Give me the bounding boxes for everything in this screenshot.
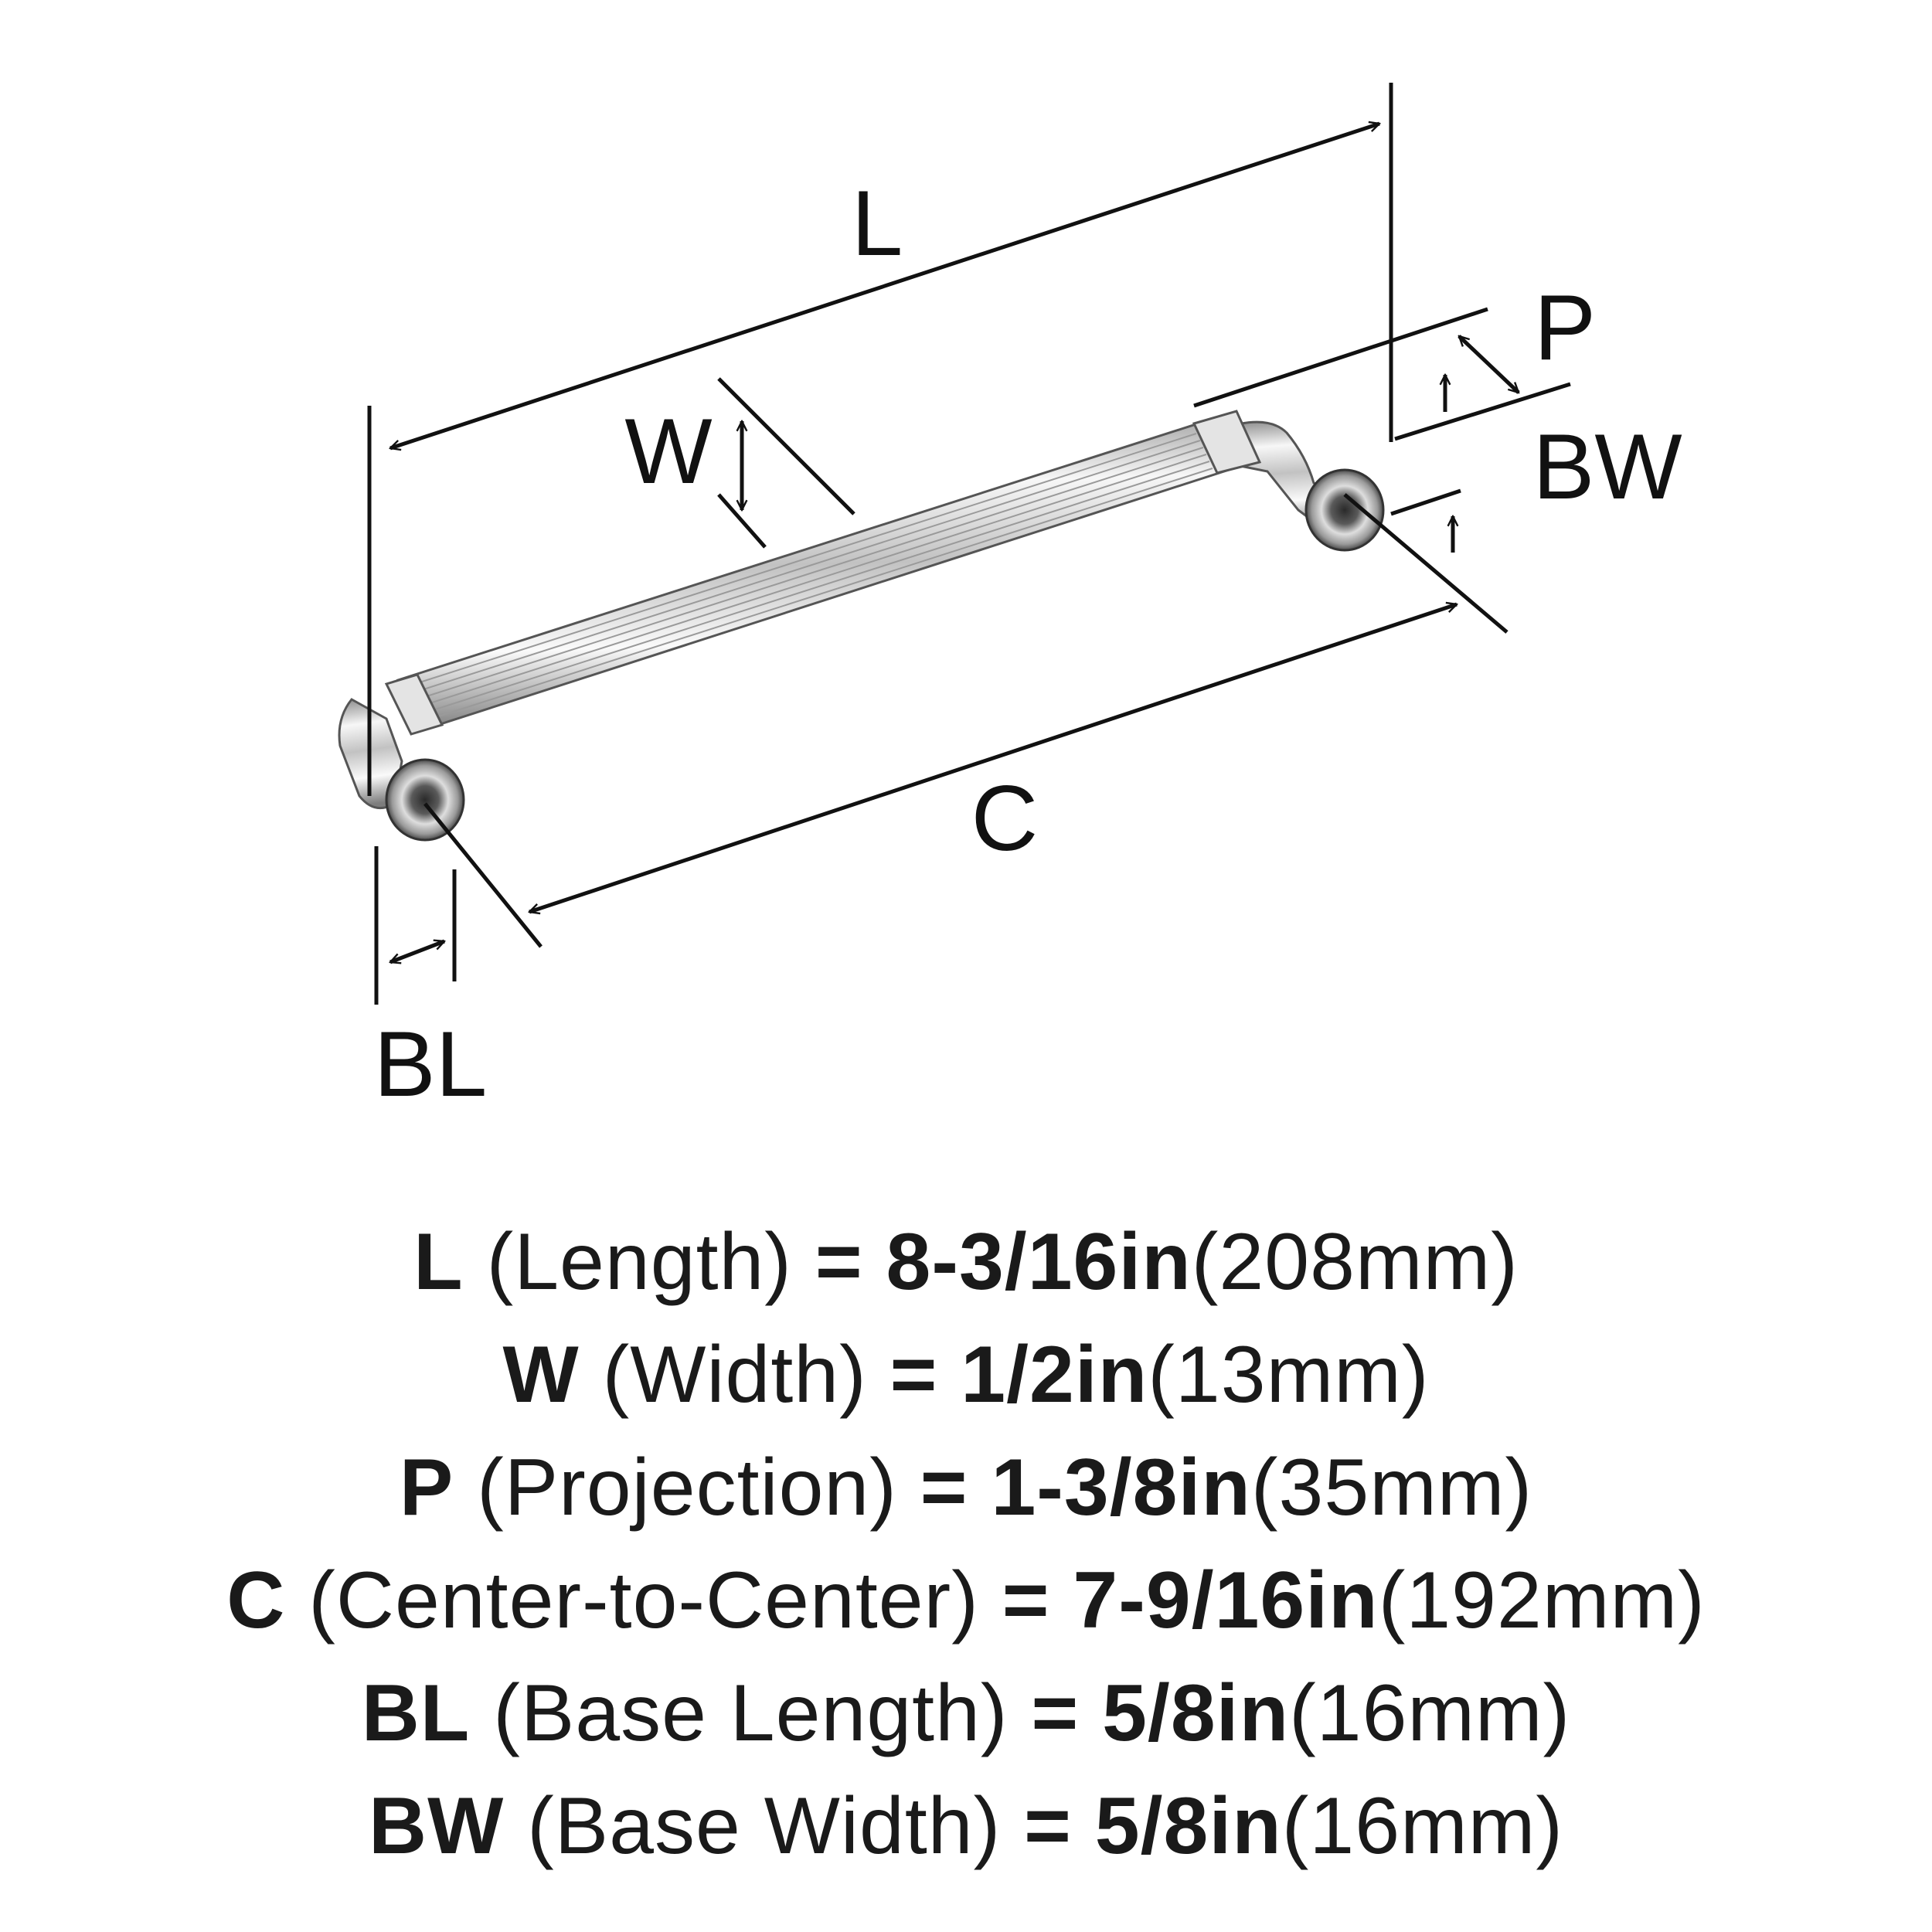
p-extension-bottom [1394,382,1571,441]
cabinet-pull-handle [338,410,1385,842]
spec-eq: = [815,1217,863,1307]
spec-row-base-width: BW (Base Width) = 5/8in(16mm) [0,1770,1932,1883]
spec-desc: (Base Length) [493,1668,1009,1758]
handle-dimension-drawing: L W P BW C BL [338,83,1682,1116]
spec-imperial: 8-3/16in [886,1217,1192,1307]
spec-imperial: 1-3/8in [991,1443,1251,1532]
label-c: C [971,767,1039,870]
spec-key: P [399,1443,454,1532]
left-base [385,758,465,842]
bl-dimension [390,941,444,962]
spec-imperial: 5/8in [1094,1781,1282,1871]
spec-metric: (16mm) [1289,1668,1571,1758]
bw-extension [1390,488,1461,516]
w-extension-bottom [717,493,767,549]
spec-eq: = [1024,1781,1072,1871]
spec-row-width: W (Width) = 1/2in(13mm) [0,1318,1932,1431]
spec-desc: (Base Width) [527,1781,1002,1871]
p-extension-top [1193,307,1488,408]
c-dimension [529,604,1457,912]
spec-eq: = [1031,1668,1080,1758]
p-dimension [1459,336,1519,393]
spec-desc: (Center-to-Center) [308,1556,979,1645]
label-p: P [1534,276,1596,379]
spec-key: C [226,1556,286,1645]
spec-metric: (16mm) [1281,1781,1563,1871]
spec-desc: (Projection) [477,1443,897,1532]
spec-key: BW [369,1781,505,1871]
spec-metric: (13mm) [1148,1330,1430,1420]
label-w: W [624,400,712,503]
spec-metric: (35mm) [1250,1443,1533,1532]
spec-imperial: 7-9/16in [1073,1556,1379,1645]
spec-key: BL [361,1668,471,1758]
label-l: L [852,172,903,275]
spec-metric: (192mm) [1378,1556,1706,1645]
spec-imperial: 5/8in [1102,1668,1290,1758]
dimension-lines [367,83,1571,1005]
label-bl: BL [374,1012,488,1116]
spec-eq: = [920,1443,968,1532]
spec-row-center-to-center: C (Center-to-Center) = 7-9/16in(192mm) [0,1544,1932,1657]
spec-desc: (Length) [486,1217,792,1307]
fluted-bar [396,420,1231,732]
c-right-centerline [1343,493,1509,634]
w-extension-top [717,377,855,515]
c-left-centerline [423,802,543,948]
spec-row-length: L (Length) = 8-3/16in(208mm) [0,1206,1932,1318]
spec-key: W [502,1330,580,1420]
right-base [1304,468,1385,552]
spec-eq: = [1002,1556,1050,1645]
spec-list: L (Length) = 8-3/16in(208mm) W (Width) =… [0,1206,1932,1883]
l-dimension [390,124,1379,448]
left-collar [384,673,444,736]
spec-row-base-length: BL (Base Length) = 5/8in(16mm) [0,1657,1932,1770]
spec-metric: (208mm) [1191,1217,1519,1307]
spec-key: L [413,1217,464,1307]
label-bw: BW [1532,415,1682,519]
spec-eq: = [889,1330,938,1420]
spec-imperial: 1/2in [961,1330,1148,1420]
spec-row-projection: P (Projection) = 1-3/8in(35mm) [0,1431,1932,1544]
spec-desc: (Width) [602,1330,867,1420]
